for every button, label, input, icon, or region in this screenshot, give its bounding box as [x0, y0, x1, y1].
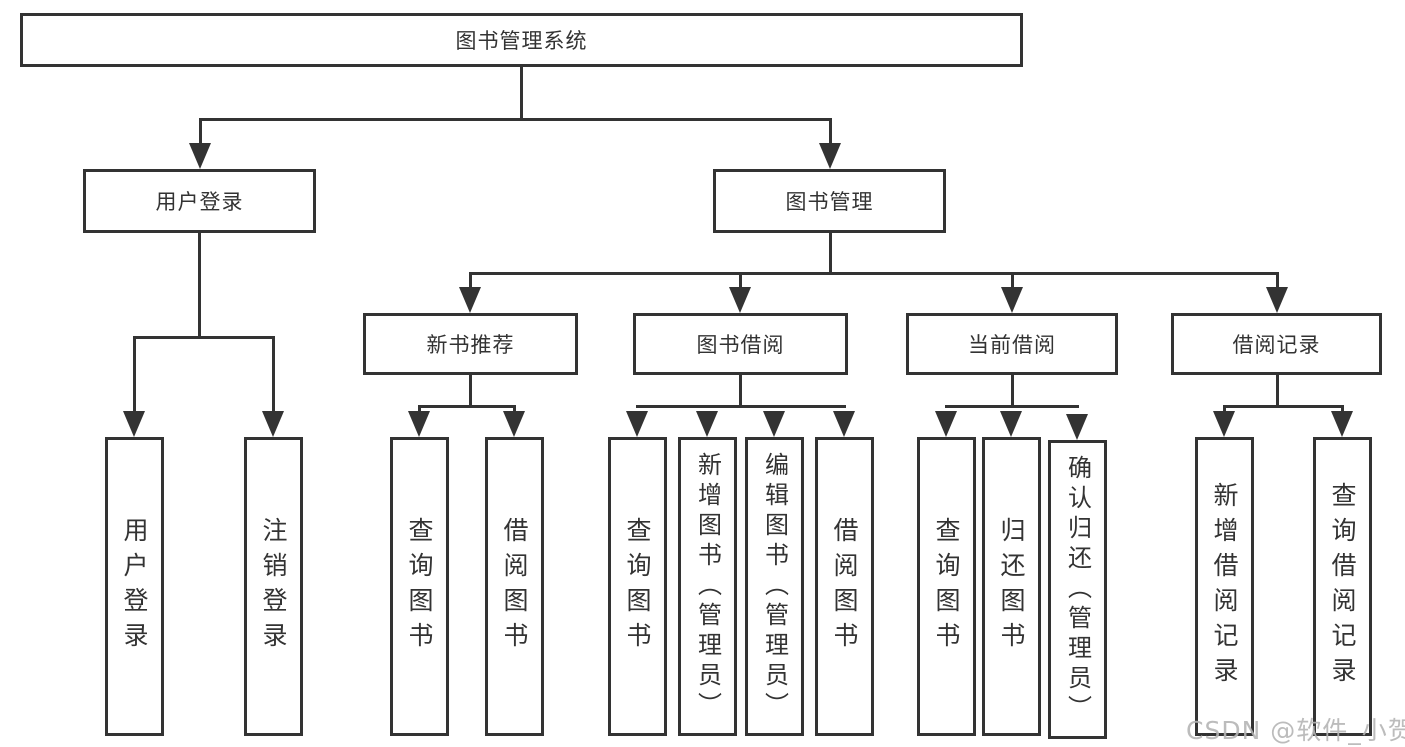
- connector-br-left-stem: [1222, 405, 1226, 413]
- user-login-box: 用户登录: [83, 169, 316, 233]
- connector-bookborrow-hbar: [635, 405, 846, 408]
- leaf-query-book-box-2: 查询图书: [608, 437, 667, 736]
- connector-bookborrow-stem: [738, 272, 742, 289]
- connector-newbook-hbar: [417, 405, 515, 408]
- current-borrow-label: 当前借阅: [968, 333, 1056, 357]
- connector-bookmgmt-down: [828, 233, 832, 272]
- book-borrow-label: 图书借阅: [696, 333, 785, 357]
- leaf-add-borrow-record-label: 新增借阅记录: [1210, 481, 1239, 692]
- leaf-query-book-label-3: 查询图书: [932, 516, 961, 657]
- arrow-to-query-borrow-record: [1331, 411, 1353, 437]
- arrow-to-leaf-logout: [262, 411, 284, 437]
- connector-newbook-down: [469, 375, 472, 405]
- arrow-to-edit-book: [763, 411, 785, 437]
- leaf-edit-book-admin-box: 编辑图书（管理员）: [745, 437, 804, 736]
- arrow-to-query-book-1: [408, 411, 430, 437]
- leaf-query-book-box-1: 查询图书: [390, 437, 449, 736]
- arrow-to-return-book: [1000, 411, 1022, 437]
- leaf-borrow-book-label-1: 借阅图书: [500, 516, 529, 657]
- connector-root-stem: [519, 67, 523, 118]
- leaf-query-borrow-record-label: 查询借阅记录: [1328, 481, 1357, 692]
- leaf-add-book-admin-box: 新增图书（管理员）: [678, 437, 737, 736]
- connector-level3-hbar: [468, 272, 1279, 275]
- arrow-to-borrow-record: [1266, 287, 1288, 313]
- user-login-label: 用户登录: [155, 190, 244, 214]
- root-box: 图书管理系统: [20, 13, 1023, 67]
- borrow-record-box: 借阅记录: [1171, 313, 1382, 375]
- connector-borrowrecord-stem: [1275, 272, 1279, 289]
- leaf-borrow-book-box-2: 借阅图书: [815, 437, 874, 736]
- new-book-recommend-box: 新书推荐: [363, 313, 578, 375]
- leaf-query-borrow-record-box: 查询借阅记录: [1313, 437, 1372, 736]
- leaf-logout-box: 注销登录: [244, 437, 303, 736]
- connector-root-hbar: [198, 118, 832, 121]
- leaf-add-borrow-record-box: 新增借阅记录: [1195, 437, 1254, 736]
- connector-userlogin-down: [197, 233, 201, 336]
- leaf-query-book-label-1: 查询图书: [405, 516, 434, 657]
- connector-currentborrow-hbar: [944, 405, 1079, 408]
- leaf-logout-label: 注销登录: [259, 516, 288, 657]
- arrow-to-book-management: [819, 143, 841, 169]
- connector-borrowrecord-down: [1275, 375, 1279, 405]
- connector-borrowrecord-hbar: [1222, 405, 1344, 408]
- connector-userlogin-hbar: [132, 336, 275, 339]
- current-borrow-box: 当前借阅: [906, 313, 1118, 375]
- connector-bookmgmt-stem: [828, 118, 832, 146]
- connector-currentborrow-down: [1010, 375, 1014, 405]
- root-label: 图书管理系统: [455, 29, 588, 53]
- connector-newbook-stem: [468, 272, 472, 289]
- leaf-confirm-return-admin-label: 确认归还（管理员）: [1063, 454, 1092, 725]
- leaf-return-book-box: 归还图书: [982, 437, 1041, 736]
- leaf-query-book-label-2: 查询图书: [623, 516, 652, 657]
- leaf-return-book-label: 归还图书: [997, 516, 1026, 657]
- connector-br-right-stem: [1340, 405, 1344, 413]
- leaf-borrow-book-box-1: 借阅图书: [485, 437, 544, 736]
- csdn-watermark: CSDN @软件_小贺同学: [1186, 716, 1405, 745]
- leaf-borrow-book-label-2: 借阅图书: [830, 516, 859, 657]
- leaf-user-login-box: 用户登录: [105, 437, 164, 736]
- arrow-to-add-borrow-record: [1213, 411, 1235, 437]
- connector-userlogin-stem: [198, 118, 202, 146]
- connector-nb-right-stem: [512, 405, 516, 413]
- leaf-query-book-box-3: 查询图书: [917, 437, 976, 736]
- leaf-confirm-return-admin-box: 确认归还（管理员）: [1048, 440, 1107, 739]
- arrow-to-add-book: [696, 411, 718, 437]
- connector-currentborrow-stem: [1010, 272, 1014, 289]
- connector-nb-left-stem: [417, 405, 421, 413]
- leaf-user-login-label: 用户登录: [120, 516, 149, 657]
- arrow-to-book-borrow: [729, 287, 751, 313]
- arrow-to-query-book-3: [935, 411, 957, 437]
- new-book-recommend-label: 新书推荐: [426, 333, 515, 357]
- connector-leaf-logout-stem: [271, 336, 275, 413]
- leaf-edit-book-admin-label: 编辑图书（管理员）: [760, 451, 789, 722]
- connector-bookborrow-down: [738, 375, 742, 405]
- arrow-to-borrow-book-2: [833, 411, 855, 437]
- leaf-add-book-admin-label: 新增图书（管理员）: [693, 451, 722, 722]
- borrow-record-label: 借阅记录: [1232, 333, 1321, 357]
- book-borrow-box: 图书借阅: [633, 313, 848, 375]
- arrow-to-user-login: [189, 143, 211, 169]
- arrow-to-current-borrow: [1001, 287, 1023, 313]
- connector-leaf-login-stem: [132, 336, 136, 413]
- arrow-to-new-book-recommend: [459, 287, 481, 313]
- arrow-to-query-book-2: [626, 411, 648, 437]
- arrow-to-confirm-return: [1066, 414, 1088, 440]
- arrow-to-leaf-user-login: [123, 411, 145, 437]
- arrow-to-borrow-book-1: [503, 411, 525, 437]
- book-management-box: 图书管理: [713, 169, 946, 233]
- book-management-label: 图书管理: [785, 190, 874, 214]
